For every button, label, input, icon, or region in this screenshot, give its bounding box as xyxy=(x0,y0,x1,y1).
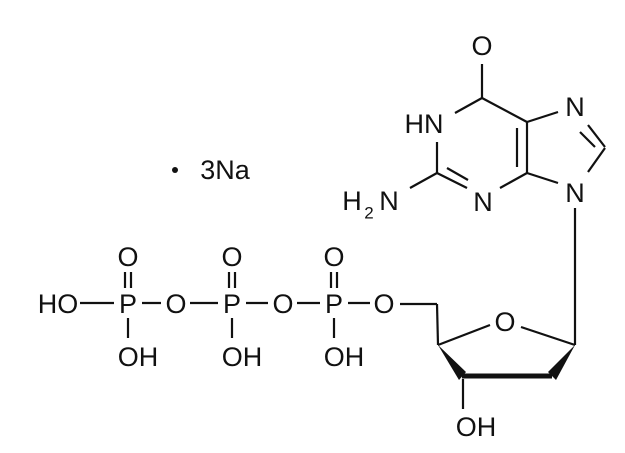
atom-h2n-n: N xyxy=(379,186,399,216)
atom-pb: P xyxy=(223,289,241,319)
atom-pa-oh: OH xyxy=(324,342,365,372)
atom-ho: HO xyxy=(38,289,79,319)
atom-pb-o: O xyxy=(221,242,242,272)
salt-dot xyxy=(172,167,178,173)
atom-n7: N xyxy=(565,92,585,122)
atom-pg-o: O xyxy=(117,242,138,272)
sugar-bonds xyxy=(400,302,576,409)
atom-o-bg: O xyxy=(165,289,186,319)
atom-o-ab: O xyxy=(272,289,293,319)
atom-pa: P xyxy=(325,289,343,319)
atom-pg-oh: OH xyxy=(118,342,159,372)
atom-ring-o: O xyxy=(494,307,515,337)
atom-o5: O xyxy=(373,289,394,319)
phosphate-bonds xyxy=(80,272,370,338)
atom-n3: N xyxy=(473,187,493,217)
atom-n9: N xyxy=(565,178,585,208)
atom-o6: O xyxy=(471,31,492,61)
guanine-bonds xyxy=(409,64,606,345)
atom-hn1: HN xyxy=(405,109,444,139)
atom-pg: P xyxy=(119,289,137,319)
atom-oh3: OH xyxy=(456,412,497,442)
atom-h2n-sub: 2 xyxy=(364,204,373,223)
atom-pa-o: O xyxy=(323,242,344,272)
atom-h2n-h: H xyxy=(342,186,362,216)
atom-pb-oh: OH xyxy=(222,342,263,372)
counterion-label: 3Na xyxy=(200,155,251,185)
